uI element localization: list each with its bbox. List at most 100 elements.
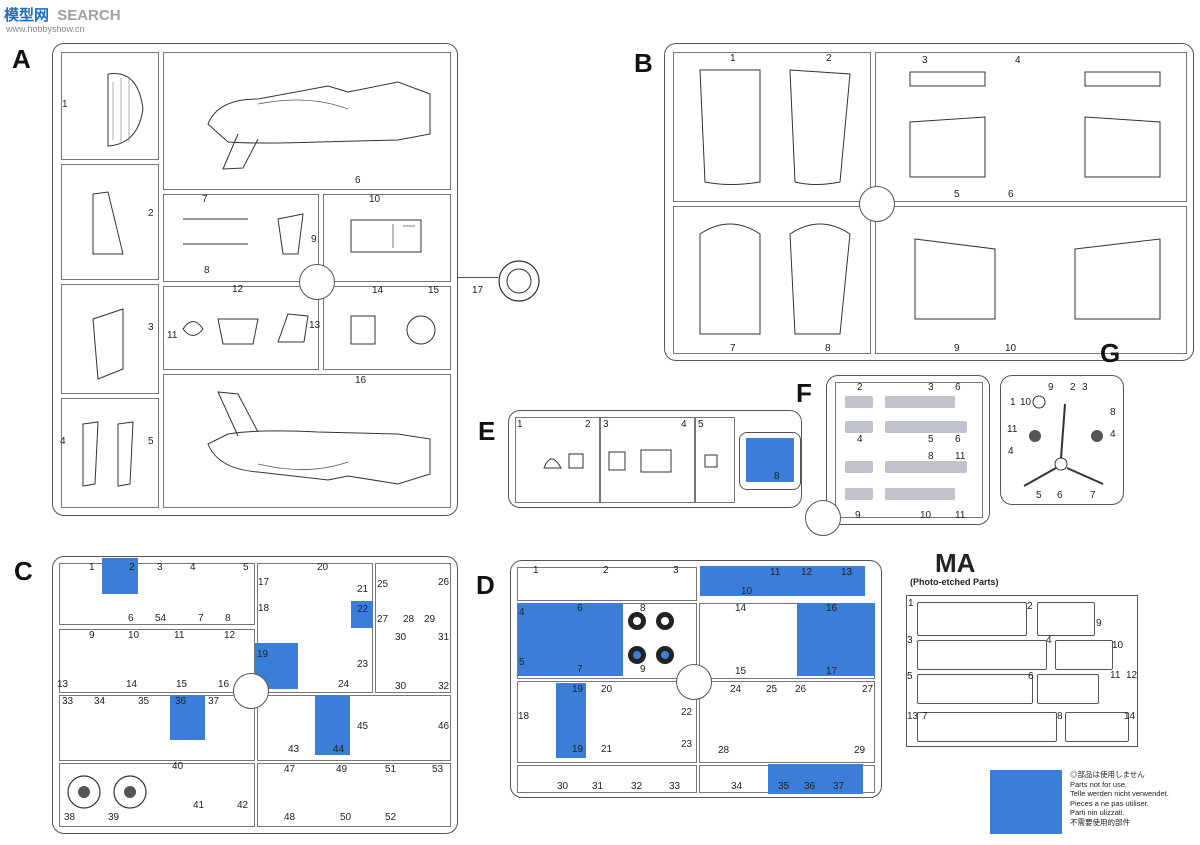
ma-subtitle: (Photo-etched Parts)	[910, 577, 999, 587]
legend-line: Parts not for use.	[1070, 779, 1128, 789]
fuselage-left-half-drawing	[207, 81, 431, 170]
part-number: 22	[357, 604, 369, 615]
part-number: 7	[202, 194, 208, 205]
sprue-a-cell	[61, 52, 159, 160]
engine-detail-strip	[885, 488, 955, 500]
pe-part	[917, 712, 1057, 742]
part-number: 3	[157, 562, 163, 573]
unused-part-highlight	[797, 603, 875, 676]
part-number: 13	[841, 567, 853, 578]
part-number: 19	[572, 684, 584, 695]
part-number: 29	[854, 745, 866, 756]
sprue-c-cell	[257, 763, 451, 827]
unused-part-highlight	[351, 601, 373, 628]
part-number: 20	[601, 684, 613, 695]
part-number: 31	[592, 781, 604, 792]
part-number: 3	[148, 322, 154, 333]
part-number: 1	[517, 419, 523, 430]
part-number: 3	[1082, 382, 1088, 393]
watermark-url: www.hobbyshow.cn	[6, 24, 85, 34]
part-number: 10	[1112, 640, 1124, 651]
sprue-d-letter: D	[476, 570, 495, 600]
watermark-logo-text: 模型网	[4, 7, 50, 24]
part-number: 32	[631, 781, 643, 792]
part-number: 8	[928, 451, 934, 462]
part-number: 13	[57, 679, 69, 690]
sprue-c-cell	[257, 695, 451, 761]
part-number: 54	[155, 613, 167, 624]
part-number: 5	[928, 434, 934, 445]
sprue-c-cell	[257, 563, 373, 693]
part-number: 43	[288, 744, 300, 755]
wheel-well-drawing	[914, 238, 1161, 320]
part-number: 38	[64, 812, 76, 823]
part-number: 9	[1096, 618, 1102, 629]
part-number: 23	[681, 739, 693, 750]
sprue-a-cell	[163, 52, 451, 190]
pe-part	[1065, 712, 1129, 742]
part-number: 6	[1057, 490, 1063, 501]
sprue-d-cell	[517, 681, 697, 763]
sprue-a-cell	[61, 284, 159, 394]
part-number: 2	[1070, 382, 1076, 393]
fin-part-drawing	[92, 191, 124, 255]
part-number: 26	[438, 577, 450, 588]
part-number: 53	[432, 764, 444, 775]
sprue-c-cell	[59, 629, 255, 693]
part-number: 40	[172, 761, 184, 772]
part-number: 7	[922, 711, 928, 722]
sprue-c-cell	[59, 563, 255, 625]
part-number: 36	[804, 781, 816, 792]
part-number: 11	[770, 567, 781, 578]
part-number: 9	[640, 664, 646, 675]
part-number: 15	[176, 679, 188, 690]
watermark-logo: 模型网 SEARCH	[4, 4, 121, 25]
part-number: 35	[778, 781, 790, 792]
part-number: 12	[232, 284, 244, 295]
engine-detail-strip	[845, 421, 873, 433]
canopy-clear-parts-drawing	[543, 449, 718, 473]
part-number: 46	[438, 721, 450, 732]
sprue-f-letter: F	[796, 378, 812, 408]
part-number: 2	[1027, 601, 1033, 612]
part-number: 15	[735, 666, 747, 677]
cockpit-floor-drawing	[350, 219, 422, 253]
part-number: 8	[1057, 711, 1063, 722]
sprue-a-cell	[61, 398, 159, 508]
part-number: 3	[673, 565, 679, 576]
part-number: 17	[472, 285, 484, 296]
sprue-b-hub	[859, 186, 895, 222]
sprue-b-cell	[673, 52, 871, 202]
part-number: 1	[89, 562, 95, 573]
part-number: 41	[193, 800, 205, 811]
part-number: 37	[833, 781, 845, 792]
part-number: 10	[1020, 397, 1032, 408]
sprue-a-letter: A	[12, 44, 31, 74]
part-number: 14	[1124, 711, 1136, 722]
part-number: 2	[148, 208, 154, 219]
part-number: 5	[907, 671, 913, 682]
part-number: 8	[204, 265, 210, 276]
sprue-a-hub	[299, 264, 335, 300]
part-number: 30	[395, 632, 407, 643]
part-number: 1	[62, 99, 68, 110]
part-number: 14	[126, 679, 138, 690]
fin-part-drawing	[92, 308, 124, 380]
part-number: 25	[377, 579, 389, 590]
legend-unused-swatch	[990, 770, 1062, 834]
part-number: 35	[138, 696, 150, 707]
propeller-drawing	[1023, 395, 1104, 487]
part-number: 7	[730, 343, 736, 354]
part-number: 37	[208, 696, 220, 707]
part-number: 12	[801, 567, 813, 578]
part-number: 16	[218, 679, 230, 690]
part-number: 8	[825, 343, 831, 354]
part-number: 16	[826, 603, 838, 614]
part-number: 45	[357, 721, 369, 732]
part-number: 5	[954, 189, 960, 200]
part-number: 11	[167, 330, 178, 341]
part-number: 34	[94, 696, 106, 707]
part-number: 9	[89, 630, 95, 641]
instrument-parts-drawing	[350, 315, 436, 345]
small-parts-drawing	[182, 313, 309, 345]
